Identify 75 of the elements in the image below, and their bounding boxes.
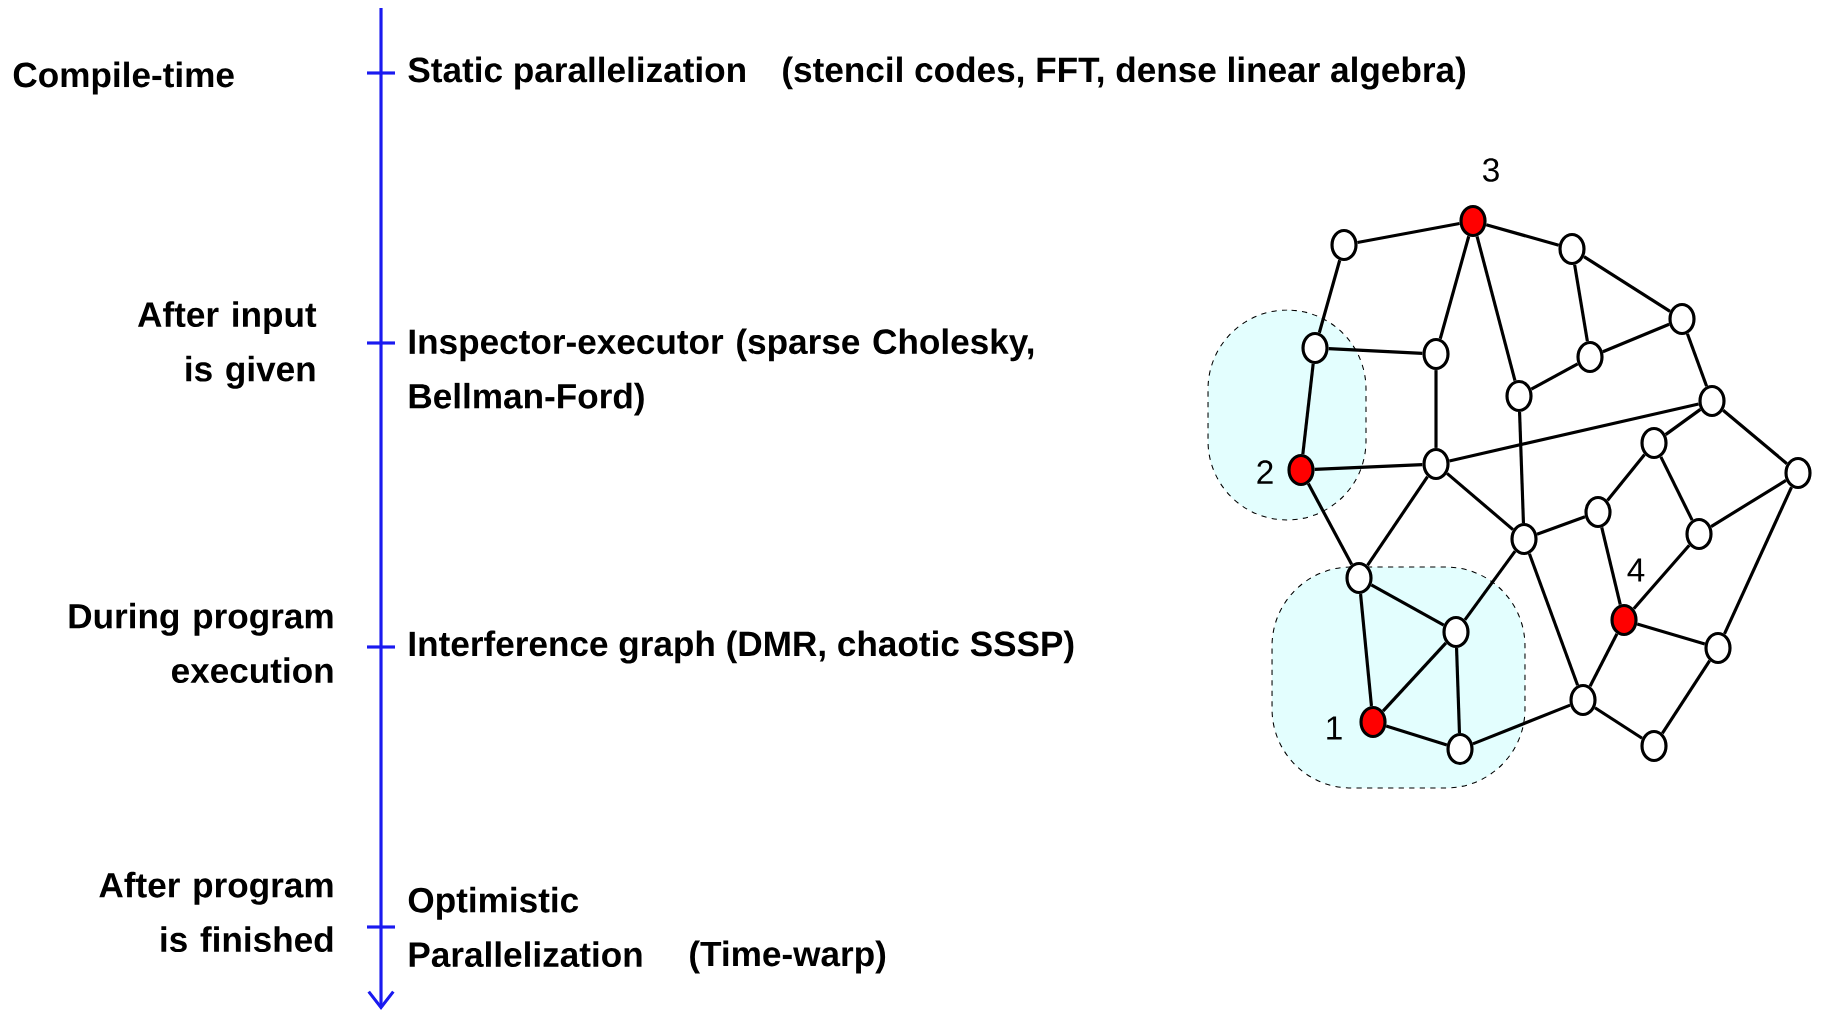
graph-edge xyxy=(1463,550,1517,621)
graph-edge xyxy=(1485,223,1560,247)
graph-edge xyxy=(1632,544,1691,610)
graph-edge xyxy=(1472,703,1571,746)
timeline-text: After input is given xyxy=(138,301,317,389)
graph-edge xyxy=(1664,408,1702,436)
graph-vertex xyxy=(1422,447,1450,481)
graph-vertex xyxy=(1584,495,1612,529)
graph-edge xyxy=(1314,463,1423,471)
graph-edge xyxy=(1536,515,1586,536)
graph-edge xyxy=(1328,347,1423,355)
graph-edge xyxy=(1602,322,1670,354)
highlight-region xyxy=(1271,566,1526,789)
graph-edge xyxy=(1518,412,1526,523)
graph-vertex xyxy=(1345,561,1373,595)
timeline-text: Inspector-executor (sparse Cholesky, Bellman-Ford) xyxy=(409,328,1034,416)
timeline-text: Compile-time xyxy=(13,61,234,95)
graph-vertex xyxy=(1685,517,1713,551)
graph-edge xyxy=(1438,235,1471,340)
vertex-number: 3 xyxy=(1483,158,1499,182)
graph-edge xyxy=(1723,486,1793,635)
graph-edge xyxy=(1366,475,1429,567)
graph-vertex xyxy=(1576,340,1604,374)
graph-vertex xyxy=(1558,232,1586,266)
graph-vertex xyxy=(1668,302,1696,336)
graph-edge xyxy=(1685,333,1709,387)
timeline-text: Static parallelization xyxy=(408,56,745,90)
timeline-text: Optimistic Parallelization xyxy=(408,886,642,968)
highlight-region xyxy=(1207,309,1367,521)
timeline-text: After program is finished xyxy=(99,871,333,953)
graph-edge xyxy=(1527,553,1580,686)
graph-edge xyxy=(1722,409,1788,465)
graph-edge xyxy=(1370,583,1445,627)
graph-vertex xyxy=(1698,384,1726,418)
graph-edge xyxy=(1306,482,1354,566)
graph-edge xyxy=(1301,363,1315,455)
marked-vertex xyxy=(1610,603,1638,637)
timeline-text: During program execution xyxy=(69,602,333,684)
graph-edge xyxy=(1357,221,1460,245)
graph-edge xyxy=(1606,453,1646,502)
graph-vertex xyxy=(1505,379,1533,413)
graph-edge xyxy=(1710,479,1787,528)
timeline-text: (Time-warp) xyxy=(690,940,886,974)
graph-edge xyxy=(1381,641,1448,713)
graph-edge xyxy=(1317,259,1342,334)
graph-edge xyxy=(1594,706,1643,740)
marked-vertex xyxy=(1459,204,1487,238)
graph-edge xyxy=(1573,264,1589,342)
graph-edge xyxy=(1359,593,1374,707)
graph-edge xyxy=(1661,659,1712,735)
graph-edge xyxy=(1434,370,1438,448)
graph-edge xyxy=(1385,724,1448,747)
graph-edge xyxy=(1636,622,1706,646)
graph-edge xyxy=(1530,362,1579,391)
vertex-number: 1 xyxy=(1327,716,1342,740)
graph-vertex xyxy=(1640,729,1668,763)
graph-vertex xyxy=(1640,426,1668,460)
graph-vertex xyxy=(1784,456,1812,490)
timeline-text: Interference graph (DMR, chaotic SSSP) xyxy=(409,630,1074,664)
vertex-number: 2 xyxy=(1257,460,1273,484)
graph-edge xyxy=(1455,648,1462,733)
graph-edge xyxy=(1583,255,1671,313)
graph-edge xyxy=(1475,235,1517,382)
graph-edge xyxy=(1588,633,1619,687)
graph-edge xyxy=(1449,402,1700,463)
graph-edge xyxy=(1446,472,1514,531)
graph-vertex xyxy=(1569,683,1597,717)
graph-vertex xyxy=(1330,228,1358,262)
timeline-text: (stencil codes, FFT, dense linear algebra) xyxy=(783,56,1465,90)
graph-edge xyxy=(1659,456,1694,521)
graph-edge xyxy=(1600,527,1622,605)
vertex-number: 4 xyxy=(1627,558,1645,582)
graph-vertex xyxy=(1510,522,1538,556)
graph-vertex xyxy=(1422,337,1450,371)
graph-vertex xyxy=(1704,631,1732,665)
